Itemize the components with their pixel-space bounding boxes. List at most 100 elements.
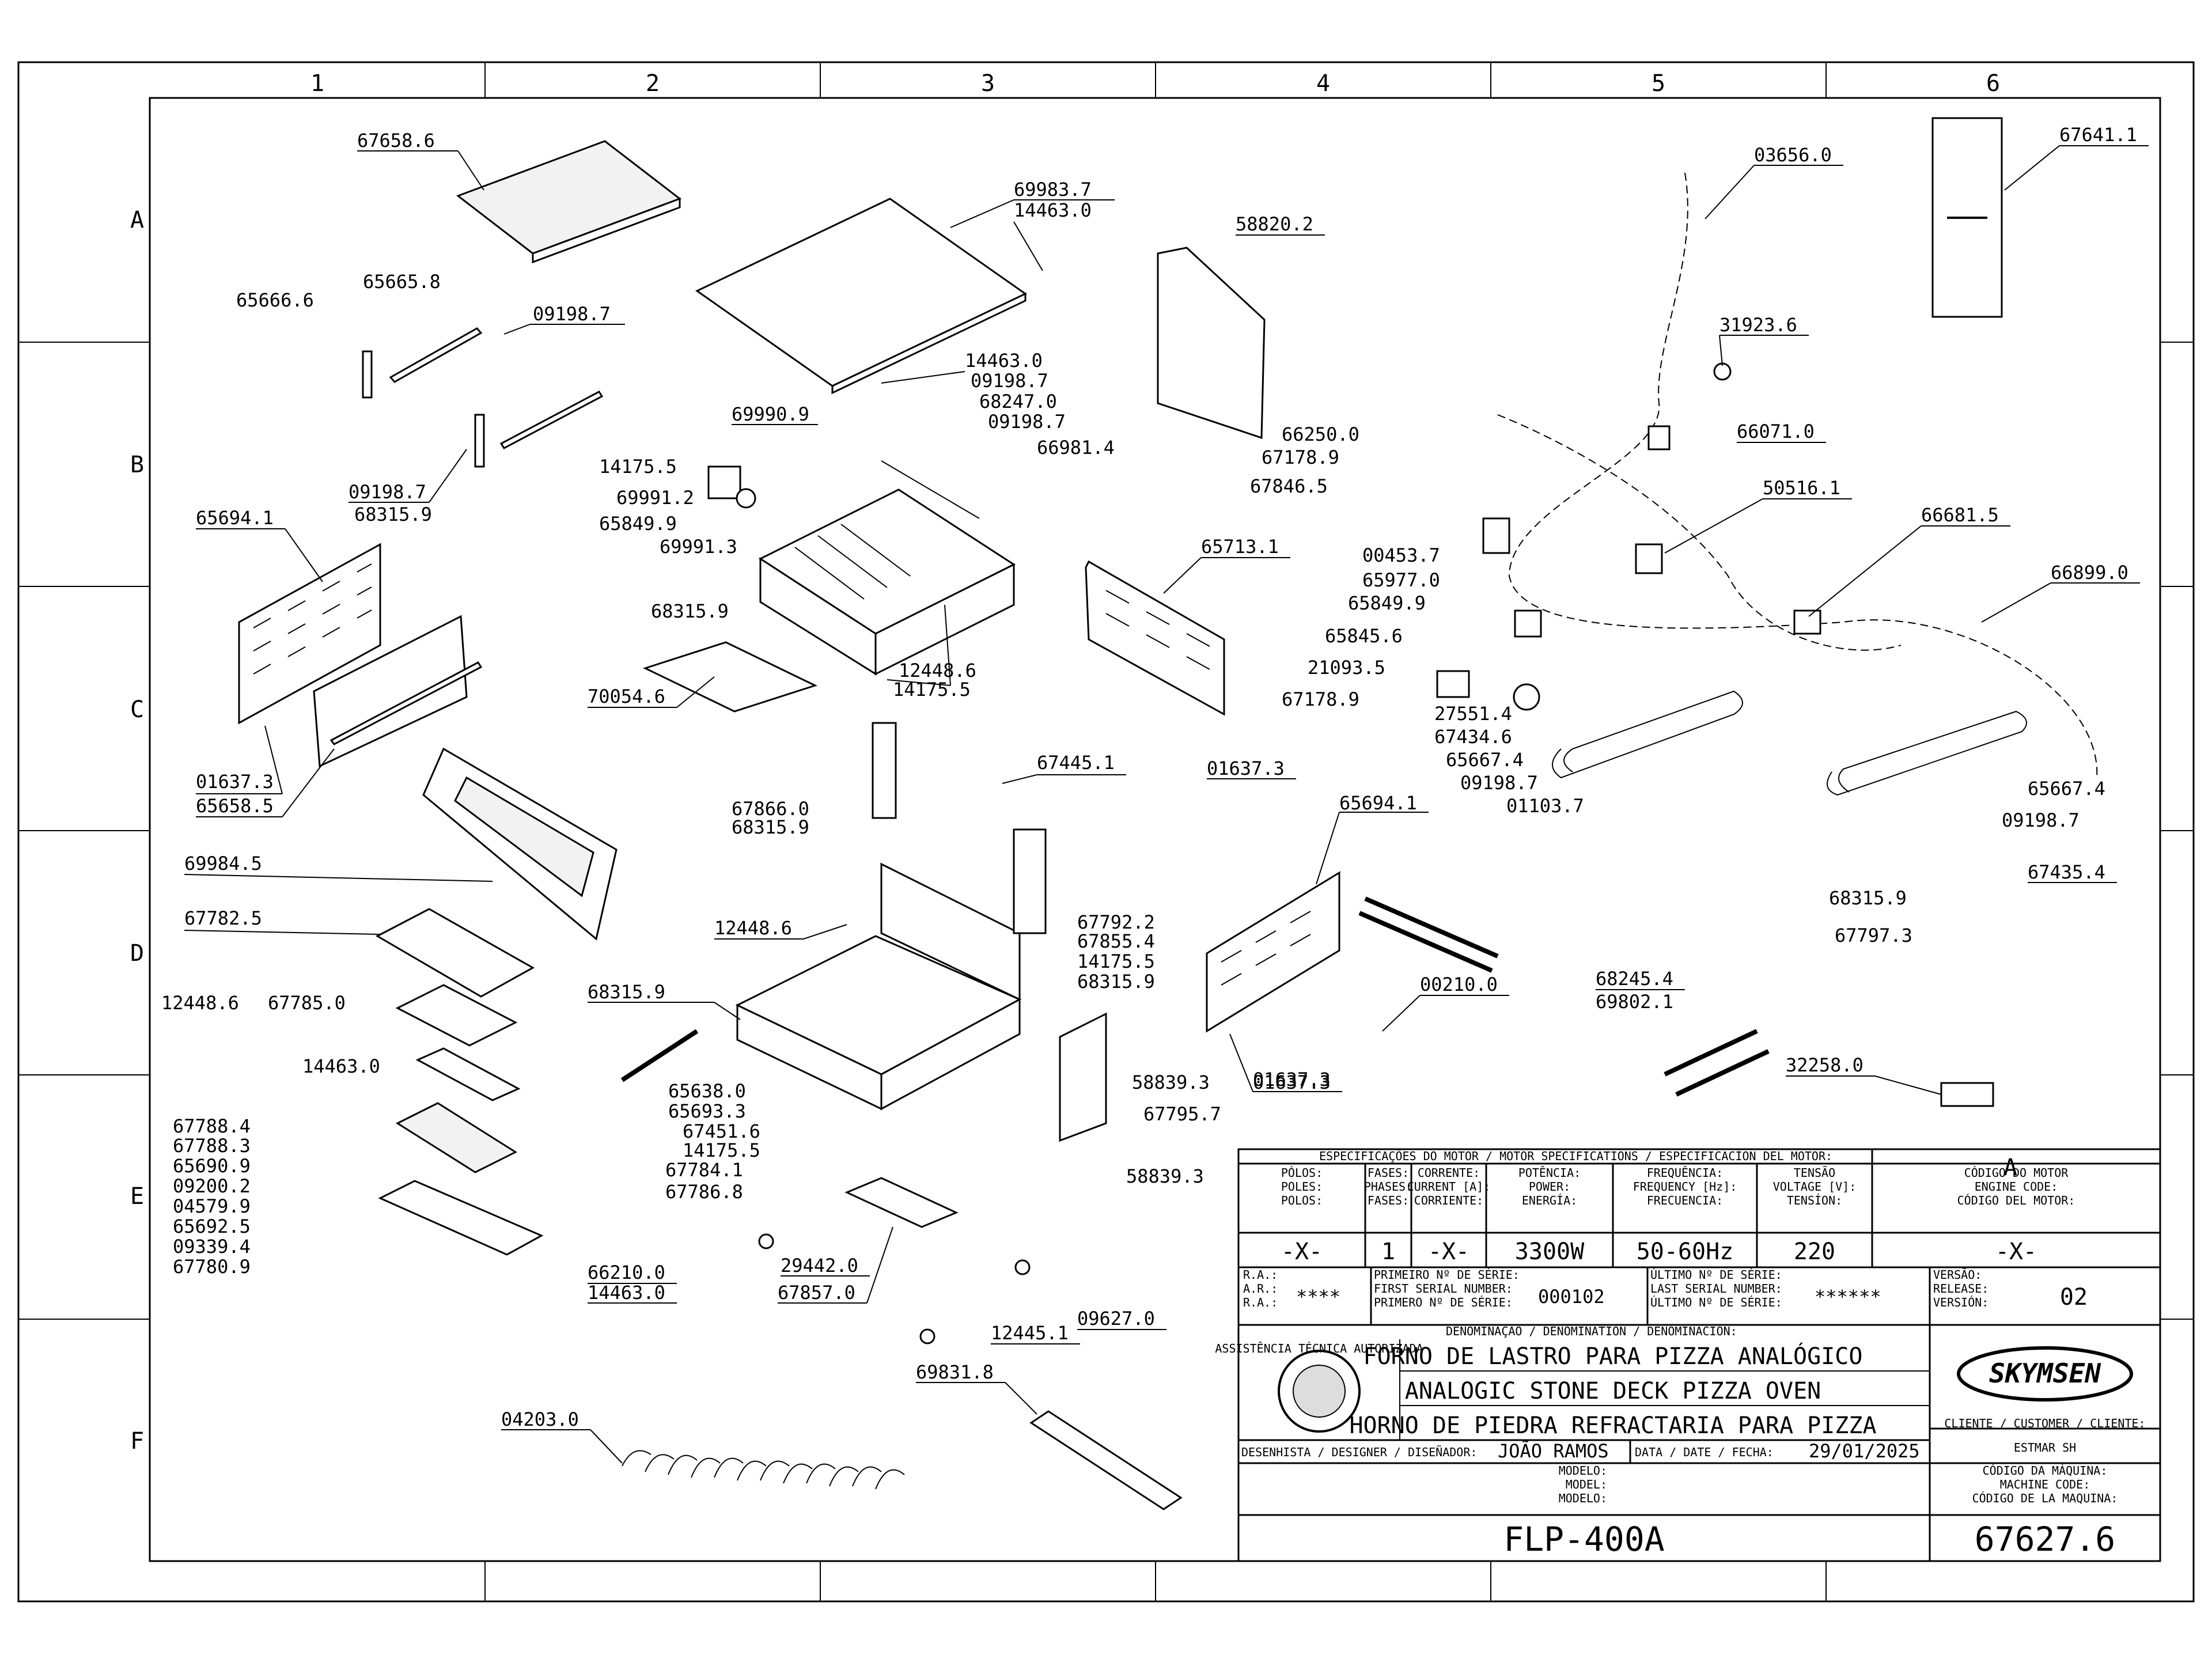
part-number-callout: 65690.9 [173, 1155, 251, 1177]
part-number-callout: 67866.0 [732, 798, 809, 820]
motor-spec-value: 50-60Hz [1637, 1238, 1734, 1265]
motor-code-label: CÓDIGO DEL MOTOR: [1957, 1194, 2075, 1207]
part-number-callout: 09198.7 [349, 481, 426, 503]
ra-value: **** [1296, 1286, 1340, 1308]
part-number-callout: 67178.9 [1282, 688, 1359, 710]
part-number-callout: 67846.5 [1250, 475, 1328, 497]
zone-col-1: 1 [310, 70, 324, 97]
part-number-callout: 14463.0 [1014, 199, 1092, 221]
part-number-callout: 14175.5 [683, 1139, 760, 1161]
part-number-callout: 01637.3 [196, 771, 274, 793]
part-number-callout: 04579.9 [173, 1195, 251, 1217]
part-number-callout: 09198.7 [988, 411, 1066, 433]
part-number-callout: 67782.5 [184, 907, 262, 929]
part-number-callout: 66250.0 [1282, 423, 1359, 445]
part-number-callout: 09339.4 [173, 1236, 251, 1257]
model-label: MODELO:MODEL:MODELO: [1559, 1464, 1607, 1505]
part-number-callout: 68247.0 [979, 391, 1057, 412]
svg-text:ASSISTÊNCIA TÉCNICA AUTORIZADA: ASSISTÊNCIA TÉCNICA AUTORIZADA [1215, 1342, 1423, 1355]
model-value: FLP-400A [1503, 1520, 1664, 1559]
designer-value: JOÃO RAMOS [1498, 1440, 1609, 1462]
part-number-callout: 67780.9 [173, 1256, 251, 1278]
version-value: 02 [2060, 1284, 2088, 1310]
motor-code-label: CÓDIGO DO MOTOR [1964, 1166, 2069, 1180]
part-number-callout: 65667.4 [2028, 778, 2105, 800]
leader-lines [184, 145, 2149, 1464]
zone-row-d: D [130, 940, 144, 967]
machine-code-value: 67627.6 [1975, 1520, 2115, 1559]
client-label: CLIENTE / CUSTOMER / CLIENTE: [1944, 1416, 2145, 1430]
part-number-callout: 09198.7 [2002, 809, 2080, 831]
part-number-callout: 27551.4 [1434, 703, 1512, 725]
motor-code-label: ENGINE CODE: [1975, 1180, 2058, 1194]
zone-row-c: C [130, 696, 144, 723]
motor-spec-columns: PÓLOS:POLES:POLOS:-X-FASES:PHASES:FASES:… [1281, 1166, 1856, 1265]
model-label-line: MODELO: [1559, 1491, 1607, 1505]
part-number-callout: 14463.0 [965, 350, 1043, 372]
part-number-callout: 65665.8 [363, 271, 441, 293]
part-number-callout: 14463.0 [302, 1055, 380, 1077]
motor-spec-label: POLES: [1281, 1180, 1323, 1194]
part-number-callout: 69991.2 [616, 487, 694, 509]
part-sketches [238, 117, 2098, 1510]
last-serial-label: ÚLTIMO Nº DE SÉRIE: [1650, 1268, 1782, 1282]
zone-col-5: 5 [1652, 70, 1665, 97]
part-number-callout: 65638.0 [668, 1080, 746, 1102]
motor-spec-label: PÓLOS: [1281, 1166, 1323, 1180]
version-field: VERSÃO:RELEASE:VERSIÓN:02 [1933, 1268, 2088, 1310]
part-number-callout: 66071.0 [1737, 421, 1815, 442]
motor-spec-value: 3300W [1515, 1238, 1585, 1265]
part-number-callout: 32258.0 [1786, 1054, 1863, 1076]
part-number-callout: 69983.7 [1014, 179, 1092, 200]
part-number-callout: 67788.3 [173, 1135, 251, 1157]
part-number-callout: 65692.5 [173, 1215, 251, 1237]
part-number-callout: 69831.8 [916, 1361, 994, 1383]
last-serial-value: ****** [1815, 1286, 1881, 1308]
part-number-callout: 66681.5 [1921, 504, 1999, 526]
motor-spec-value: -X- [1428, 1238, 1469, 1265]
part-number-callout: 50516.1 [1763, 477, 1840, 499]
part-number-callout: 67855.4 [1077, 930, 1155, 952]
zone-labels: 1 2 3 4 5 6 A B C D E F [130, 70, 2000, 1455]
designer-label: DESENHISTA / DESIGNER / DISEÑADOR: [1241, 1445, 1477, 1459]
first-serial-label: PRIMEIRO Nº DE SÉRIE: [1374, 1268, 1520, 1282]
part-number-callout: 67445.1 [1037, 752, 1115, 774]
machine-code-label-line: CÓDIGO DE LA MAQUINA: [1972, 1491, 2118, 1505]
denomination-header: DENOMINAÇÃO / DENOMINATION / DENOMINACIÓ… [1446, 1324, 1737, 1338]
part-number-callout: 14175.5 [599, 456, 677, 478]
first-serial-field: PRIMEIRO Nº DE SÉRIE:FIRST SERIAL NUMBER… [1374, 1268, 1605, 1309]
part-number-callout: 31923.6 [1719, 314, 1797, 336]
part-number-callout: 09200.2 [173, 1175, 251, 1197]
ra-label: R.A.: [1243, 1268, 1278, 1282]
part-number-callout: 65658.5 [196, 795, 274, 817]
part-number-callout: 67797.3 [1835, 925, 1912, 946]
part-number-callout: 65693.3 [668, 1100, 746, 1122]
part-number-callout: 09198.7 [533, 303, 611, 325]
motor-spec-label: FREQUENCY [Hz]: [1633, 1180, 1737, 1194]
machine-code-label-line: CÓDIGO DA MÁQUINA: [1983, 1464, 2108, 1478]
machine-code-label: CÓDIGO DA MÁQUINA:MACHINE CODE:CÓDIGO DE… [1972, 1464, 2118, 1505]
part-number-callout: 68315.9 [588, 981, 665, 1003]
part-number-callout: 65977.0 [1362, 569, 1440, 591]
part-number-callout: 09198.7 [1460, 772, 1538, 794]
part-number-callout: 65694.1 [1339, 792, 1417, 814]
part-number-callout: 68315.9 [1829, 887, 1907, 909]
part-number-callout: 67658.6 [357, 130, 435, 151]
motor-spec-header: ESPECIFICAÇÕES DO MOTOR / MOTOR SPECIFIC… [1319, 1149, 1832, 1163]
motor-spec-value: 220 [1794, 1238, 1835, 1265]
part-number-callout: 67784.1 [665, 1159, 743, 1181]
motor-spec-label: POWER: [1529, 1180, 1570, 1194]
part-number-callout: 04203.0 [501, 1408, 579, 1430]
authorized-service-seal: ASSISTÊNCIA TÉCNICA AUTORIZADA [1215, 1342, 1423, 1433]
motor-spec-label: FASES: [1368, 1166, 1409, 1180]
part-number-callout: 14463.0 [588, 1282, 665, 1304]
part-number-callout: 68315.9 [651, 600, 729, 622]
part-number-callout: 66210.0 [588, 1262, 665, 1283]
client-value: ESTMAR SH [2014, 1441, 2076, 1455]
motor-spec-label: VOLTAGE [V]: [1773, 1180, 1857, 1194]
part-number-callout: 12448.6 [714, 917, 792, 939]
zone-row-f: F [130, 1428, 144, 1455]
zone-col-2: 2 [646, 70, 660, 97]
